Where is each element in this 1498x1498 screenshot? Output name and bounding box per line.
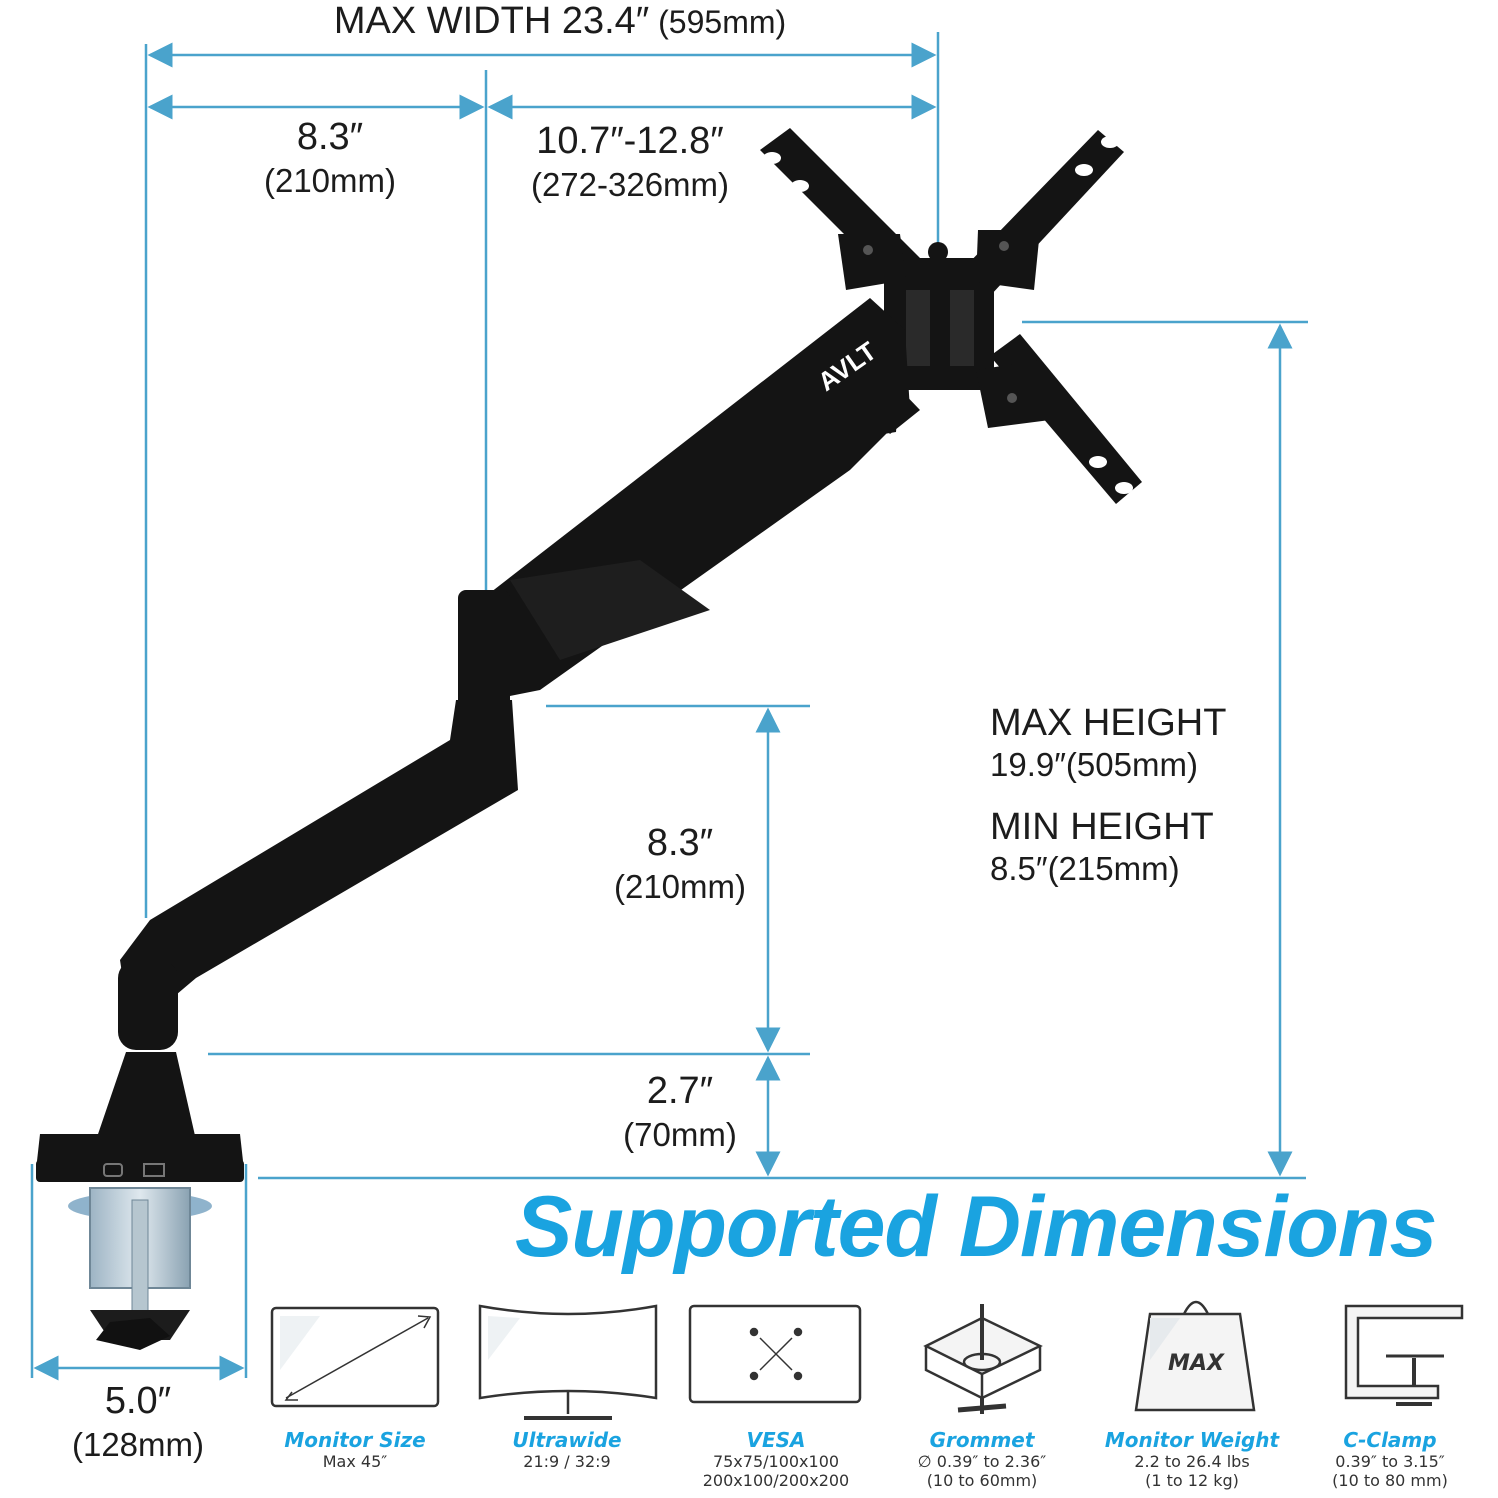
feature-ultrawide: Ultrawide 21:9 / 32:9 xyxy=(467,1428,667,1471)
feature-vesa: VESA 75x75/100x100 200x100/200x200 xyxy=(676,1428,876,1490)
feature-detail: (10 to 80 mm) xyxy=(1332,1471,1448,1491)
vesa-pattern-icon xyxy=(688,1304,862,1404)
weight-icon-label: MAX xyxy=(1168,1351,1225,1376)
upper-arm-dimension: 8.3″ (210mm) xyxy=(263,116,397,199)
vesa-bracket xyxy=(760,128,1142,504)
weight-icon: MAX xyxy=(1134,1300,1256,1412)
feature-name: Monitor Weight xyxy=(1104,1428,1280,1452)
monitor-diagonal-icon xyxy=(270,1306,440,1408)
feature-detail: ∅ 0.39″ to 2.36″ xyxy=(917,1452,1047,1471)
feature-detail: 2.2 to 26.4 lbs xyxy=(1134,1452,1250,1471)
grommet-icon xyxy=(923,1304,1043,1414)
c-clamp-icon xyxy=(1344,1304,1464,1406)
feature-detail: (1 to 12 kg) xyxy=(1145,1471,1239,1491)
base-height-dimension: 2.7″ (70mm) xyxy=(623,1070,737,1153)
max-height-dimension: MAX HEIGHT 19.9″(505mm) xyxy=(990,702,1227,783)
feature-c-clamp: C-Clamp 0.39″ to 3.15″ (10 to 80 mm) xyxy=(1290,1428,1490,1490)
feature-detail: 200x100/200x200 xyxy=(702,1471,850,1491)
feature-detail: Max 45″ xyxy=(322,1452,388,1471)
feature-monitor-weight: Monitor Weight 2.2 to 26.4 lbs (1 to 12 … xyxy=(1092,1428,1292,1490)
feature-grommet: Grommet ∅ 0.39″ to 2.36″ (10 to 60mm) xyxy=(882,1428,1082,1490)
max-width-label: MAX WIDTH 23.4″ (595mm) xyxy=(333,0,787,42)
forearm-dimension: 10.7″-12.8″ (272-326mm) xyxy=(530,120,730,203)
feature-detail: 75x75/100x100 xyxy=(712,1452,840,1471)
min-height-dimension: MIN HEIGHT 8.5″(215mm) xyxy=(990,806,1214,887)
arm-body xyxy=(36,298,910,1182)
section-title: Supported Dimensions xyxy=(515,1179,1437,1275)
dimension-lines xyxy=(30,32,1308,1381)
feature-name: Grommet xyxy=(929,1428,1035,1452)
feature-name: Monitor Size xyxy=(284,1428,426,1452)
feature-monitor-size: Monitor Size Max 45″ xyxy=(255,1428,455,1471)
clamp-width-dimension: 5.0″ (128mm) xyxy=(71,1380,205,1463)
feature-detail: 0.39″ to 3.15″ xyxy=(1335,1452,1445,1471)
pole-height-dimension: 8.3″ (210mm) xyxy=(613,822,747,905)
feature-name: VESA xyxy=(746,1428,806,1452)
feature-detail: (10 to 60mm) xyxy=(926,1471,1038,1491)
feature-name: Ultrawide xyxy=(512,1428,622,1452)
feature-name: C-Clamp xyxy=(1343,1428,1437,1452)
feature-detail: 21:9 / 32:9 xyxy=(523,1452,611,1471)
ultrawide-monitor-icon xyxy=(478,1304,658,1420)
desk-clamp xyxy=(68,1187,212,1350)
